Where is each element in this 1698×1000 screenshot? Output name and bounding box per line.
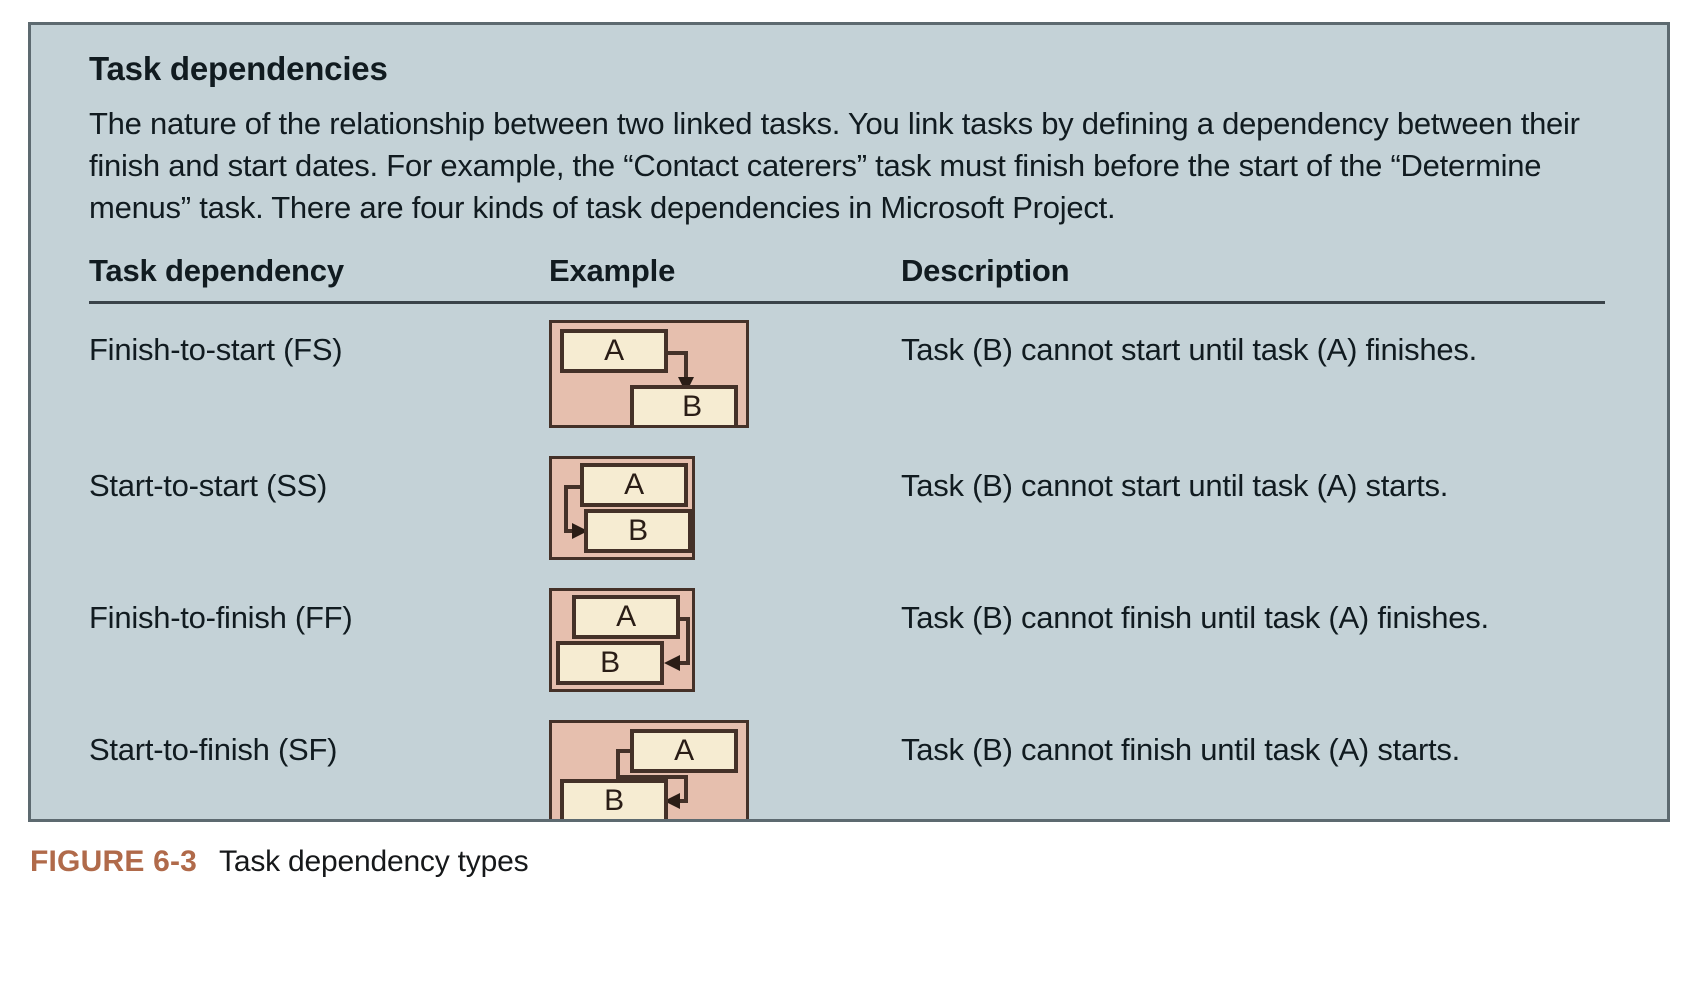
- diagram-start-to-finish: A B: [549, 719, 749, 819]
- dependency-description: Task (B) cannot finish until task (A) fi…: [901, 599, 1489, 635]
- column-header-example: Example: [549, 252, 901, 304]
- diagram-start-to-start: A B: [549, 455, 695, 560]
- dependency-type-label: Finish-to-start (FS): [89, 331, 343, 367]
- diagram-finish-to-start: A B: [549, 319, 749, 428]
- ff-diagram-svg: A B: [556, 594, 690, 685]
- dependency-type-label: Start-to-finish (SF): [89, 731, 338, 767]
- task-b-label: B: [628, 514, 648, 547]
- dependency-description: Task (B) cannot start until task (A) fin…: [901, 331, 1477, 367]
- task-b-label: B: [600, 646, 620, 679]
- figure-caption-label: FIGURE 6-3: [30, 845, 198, 878]
- task-dependencies-panel: Task dependencies The nature of the rela…: [28, 22, 1670, 822]
- panel-description-paragraph: The nature of the relationship between t…: [89, 106, 1580, 225]
- task-a-label: A: [624, 468, 644, 501]
- table-row: Start-to-start (SS) A: [89, 440, 1605, 572]
- example-cell: A B: [549, 704, 901, 819]
- dependency-description: Task (B) cannot start until task (A) sta…: [901, 467, 1449, 503]
- example-cell: A B: [549, 302, 901, 440]
- dependency-type-label: Finish-to-finish (FF): [89, 599, 353, 635]
- task-dependency-table: Task dependency Example Description Fini…: [89, 252, 1605, 819]
- column-header-task-dependency: Task dependency: [89, 252, 549, 304]
- table-row: Finish-to-start (FS) A: [89, 302, 1605, 440]
- diagram-finish-to-finish: A B: [549, 587, 695, 692]
- column-header-description: Description: [901, 252, 1605, 304]
- task-a-label: A: [674, 734, 694, 767]
- task-a-label: A: [616, 600, 636, 633]
- example-cell: A B: [549, 572, 901, 704]
- sf-diagram-svg: A B: [560, 728, 738, 819]
- task-b-label: B: [682, 390, 702, 423]
- panel-title: Task dependencies: [89, 50, 388, 87]
- dependency-type-label: Start-to-start (SS): [89, 467, 328, 503]
- table-row: Start-to-finish (SF) A: [89, 704, 1605, 819]
- task-b-label: B: [604, 784, 624, 817]
- ss-diagram-svg: A B: [564, 462, 692, 553]
- table-header-row: Task dependency Example Description: [89, 252, 1605, 304]
- figure-caption-text: Task dependency types: [219, 845, 529, 878]
- dependency-description: Task (B) cannot finish until task (A) st…: [901, 731, 1460, 767]
- example-cell: A B: [549, 440, 901, 572]
- fs-diagram-svg: A B: [560, 328, 738, 425]
- task-a-label: A: [604, 334, 624, 367]
- table-row: Finish-to-finish (FF) A: [89, 572, 1605, 704]
- figure-caption: FIGURE 6-3 Task dependency types: [30, 845, 1430, 879]
